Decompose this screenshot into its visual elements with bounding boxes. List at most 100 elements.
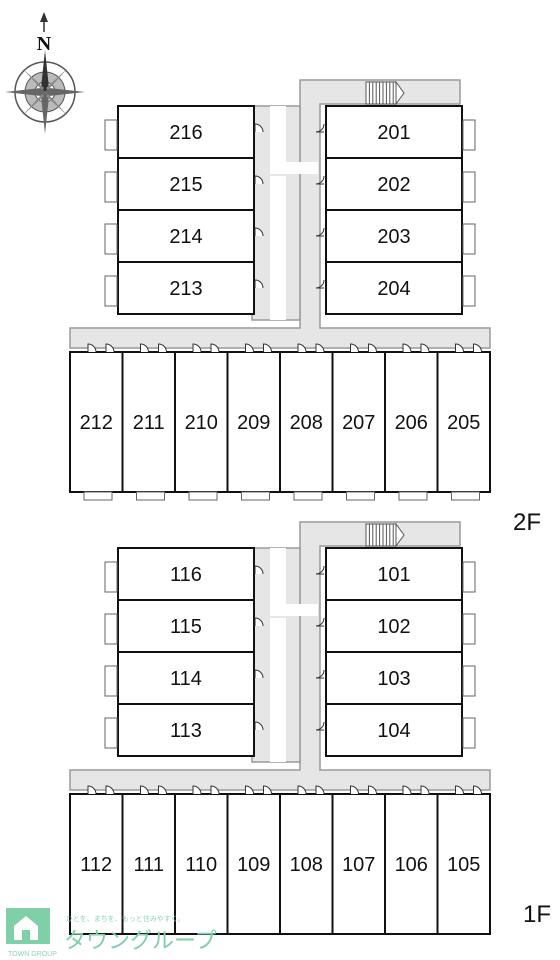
balcony	[451, 491, 480, 501]
unit-107: 107	[331, 793, 386, 935]
door-icon	[315, 565, 325, 575]
stairs-icon	[365, 80, 405, 106]
unit-label: 212	[80, 412, 113, 434]
unit-label: 109	[237, 854, 270, 876]
unit-102: 102	[325, 599, 463, 653]
unit-213: 213	[117, 261, 255, 315]
balcony	[462, 171, 476, 203]
unit-label: 211	[133, 412, 165, 434]
unit-110: 110	[174, 793, 229, 935]
stairs-icon	[365, 522, 405, 548]
door-icon	[87, 785, 97, 795]
unit-label: 111	[134, 854, 164, 876]
unit-206: 206	[384, 351, 439, 493]
balcony	[104, 613, 118, 645]
unit-label: 206	[395, 412, 428, 434]
unit-label: 204	[377, 278, 410, 300]
door-icon	[105, 785, 115, 795]
balcony	[104, 717, 118, 749]
door-icon	[315, 175, 325, 185]
door-icon	[297, 343, 307, 353]
door-icon	[158, 785, 167, 795]
door-icon	[87, 343, 97, 353]
door-icon	[210, 343, 220, 353]
balcony	[462, 717, 476, 749]
unit-115: 115	[117, 599, 255, 653]
unit-label: 216	[169, 122, 202, 144]
door-icon	[368, 343, 377, 353]
door-icon	[420, 343, 430, 353]
unit-215: 215	[117, 157, 255, 211]
unit-label: 214	[169, 226, 202, 248]
unit-203: 203	[325, 209, 463, 263]
unit-label: 213	[169, 278, 202, 300]
door-icon	[368, 785, 377, 795]
balcony	[104, 223, 118, 255]
floor-label-1f: 1F	[523, 901, 551, 928]
north-label: N	[37, 33, 52, 55]
door-icon	[263, 343, 272, 353]
door-icon	[263, 785, 272, 795]
balcony	[462, 275, 476, 307]
unit-105: 105	[436, 793, 491, 935]
door-icon	[455, 343, 464, 353]
unit-label: 102	[377, 616, 410, 638]
door-icon	[455, 785, 464, 795]
balcony	[136, 491, 165, 501]
unit-label: 203	[377, 226, 410, 248]
unit-label: 110	[185, 854, 217, 876]
door-icon	[315, 279, 325, 289]
unit-label: 114	[170, 668, 202, 690]
logo-small-label: TOWN GROUP	[8, 951, 57, 958]
door-icon	[254, 227, 264, 237]
door-icon	[245, 785, 254, 795]
compass: N	[5, 12, 85, 134]
unit-207: 207	[331, 351, 386, 493]
door-icon	[315, 721, 325, 731]
unit-216: 216	[117, 105, 255, 159]
unit-label: 107	[342, 854, 375, 876]
door-icon	[350, 785, 359, 795]
unit-210: 210	[174, 351, 229, 493]
door-icon	[254, 617, 264, 627]
unit-label: 104	[377, 720, 410, 742]
unit-113: 113	[117, 703, 255, 757]
unit-label: 208	[290, 412, 323, 434]
balcony	[241, 491, 270, 501]
door-icon	[210, 785, 220, 795]
unit-label: 115	[170, 616, 202, 638]
unit-label: 112	[80, 854, 112, 876]
unit-104: 104	[325, 703, 463, 757]
unit-label: 202	[377, 174, 410, 196]
logo-name: タウングループ	[64, 928, 217, 953]
balcony	[293, 491, 323, 501]
door-icon	[473, 343, 482, 353]
balcony	[462, 119, 476, 151]
unit-label: 106	[395, 854, 428, 876]
unit-109: 109	[226, 793, 281, 935]
balcony	[104, 171, 118, 203]
unit-label: 103	[377, 668, 410, 690]
door-icon	[192, 343, 202, 353]
house-logo-icon	[6, 908, 50, 944]
unit-label: 207	[342, 412, 375, 434]
door-icon	[140, 343, 149, 353]
unit-label: 108	[290, 854, 323, 876]
door-icon	[350, 343, 359, 353]
door-icon	[315, 123, 325, 133]
unit-label: 210	[185, 412, 218, 434]
door-icon	[315, 785, 325, 795]
door-icon	[315, 343, 325, 353]
unit-label: 113	[170, 720, 202, 742]
unit-label: 116	[170, 564, 202, 586]
unit-106: 106	[384, 793, 439, 935]
balcony	[346, 491, 375, 501]
door-icon	[192, 785, 202, 795]
door-icon	[254, 123, 264, 133]
door-icon	[105, 343, 115, 353]
door-icon	[245, 343, 254, 353]
balcony	[398, 491, 428, 501]
unit-211: 211	[121, 351, 176, 493]
